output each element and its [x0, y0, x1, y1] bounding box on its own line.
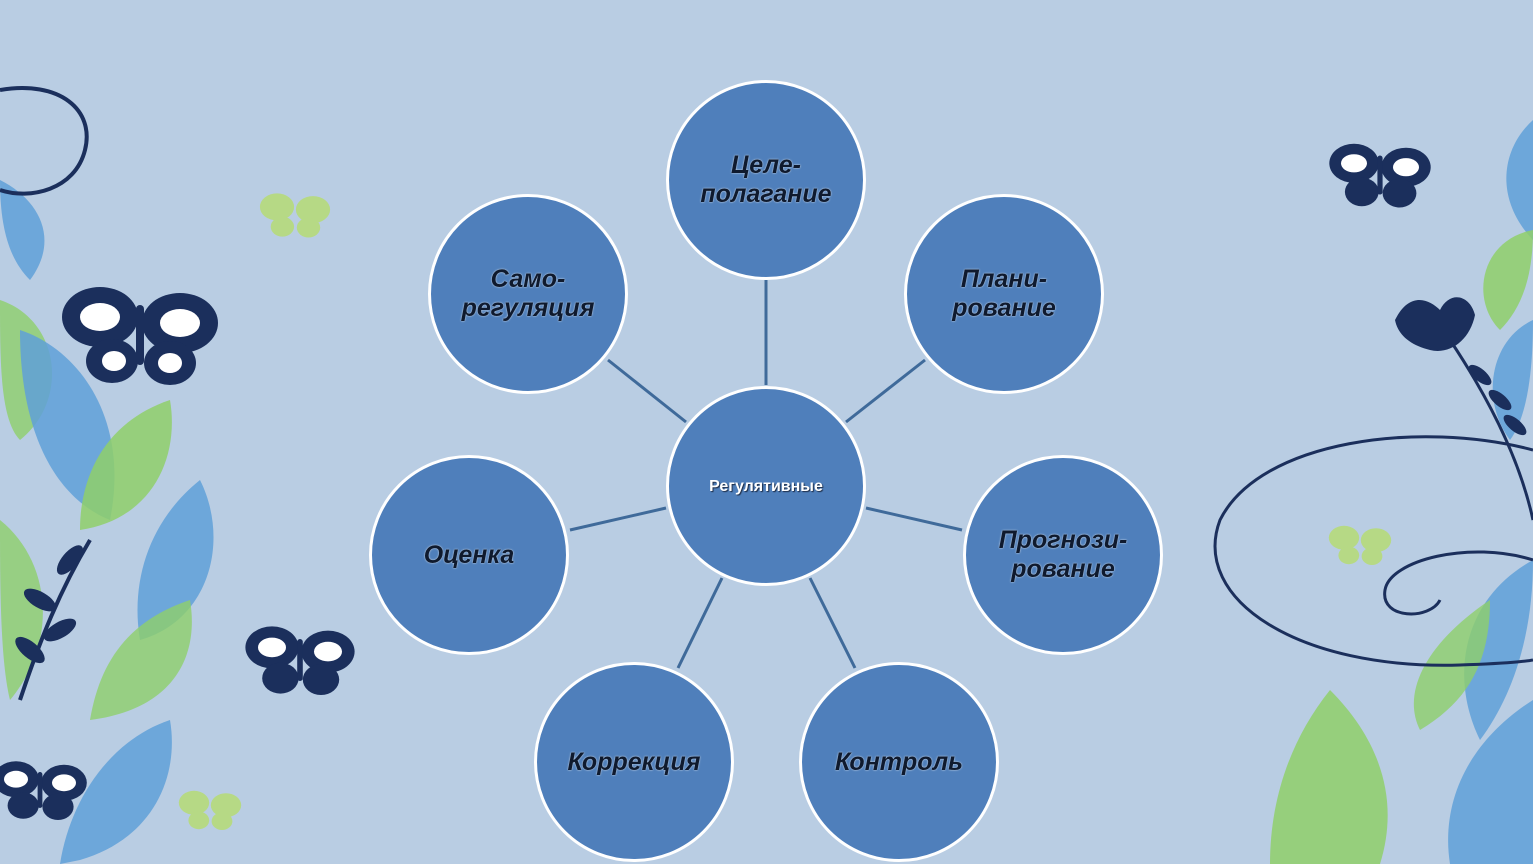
leaf-icon: [1492, 320, 1533, 440]
fern-leaf-icon: [56, 545, 84, 575]
fern-leaf-icon: [15, 636, 45, 664]
center-node-label: Регулятивные: [709, 477, 823, 495]
fern-leaf-icon: [43, 618, 77, 642]
fern-leaf-icon: [23, 588, 57, 612]
node-self-regulation: Само- регуляция: [428, 194, 628, 394]
swirl-icon: [0, 86, 89, 196]
node-goal-setting: Целе- полагание: [666, 80, 866, 280]
leaf-icon: [90, 600, 192, 720]
leaf-icon: [137, 480, 214, 640]
swirl-icon: [1213, 435, 1533, 667]
node-correction: Коррекция: [534, 662, 734, 862]
butterfly-icon: [245, 626, 355, 695]
flower-icon: [1395, 297, 1475, 351]
connector-evaluation: [569, 506, 667, 532]
right-leaves-decoration: [1213, 120, 1533, 864]
node-evaluation-label: Оценка: [423, 540, 515, 569]
connector-self-regulation: [607, 358, 687, 424]
leaf-icon: [1448, 700, 1533, 864]
node-goal-setting-label: Целе- полагание: [700, 151, 832, 208]
leaf-icon: [1506, 120, 1533, 240]
stem-icon: [1448, 339, 1533, 521]
butterfly-icon: [178, 790, 242, 830]
leaf-icon: [1464, 560, 1533, 740]
node-planning-label: Плани- рование: [952, 265, 1056, 322]
butterfly-icon: [1328, 525, 1392, 565]
node-correction-label: Коррекция: [567, 747, 701, 776]
leaf-icon: [60, 720, 172, 864]
center-node: Регулятивные: [666, 386, 866, 586]
connector-planning: [845, 358, 926, 424]
node-forecasting: Прогнози- рование: [963, 455, 1163, 655]
fern-leaf-icon: [1503, 414, 1527, 436]
connector-forecasting: [865, 506, 963, 532]
node-self-regulation-label: Само- регуляция: [461, 265, 595, 322]
connector-control: [808, 577, 857, 669]
connector-correction: [676, 577, 724, 669]
butterfly-icon: [259, 193, 331, 238]
node-forecasting-label: Прогнози- рование: [998, 526, 1128, 583]
leaf-icon: [1270, 690, 1388, 864]
node-evaluation: Оценка: [369, 455, 569, 655]
leaf-icon: [80, 400, 172, 530]
fern-leaf-icon: [1468, 364, 1492, 386]
node-control: Контроль: [799, 662, 999, 862]
node-control-label: Контроль: [835, 747, 963, 776]
swirl-icon: [1383, 550, 1533, 616]
left-leaves-decoration: [0, 86, 214, 864]
butterfly-icon: [0, 761, 87, 820]
fern-leaf-icon: [1488, 389, 1512, 411]
node-planning: Плани- рование: [904, 194, 1104, 394]
butterfly-icon: [1329, 143, 1431, 208]
butterfly-icon: [62, 287, 218, 385]
leaf-icon: [1483, 230, 1533, 330]
leaf-icon: [0, 180, 45, 280]
